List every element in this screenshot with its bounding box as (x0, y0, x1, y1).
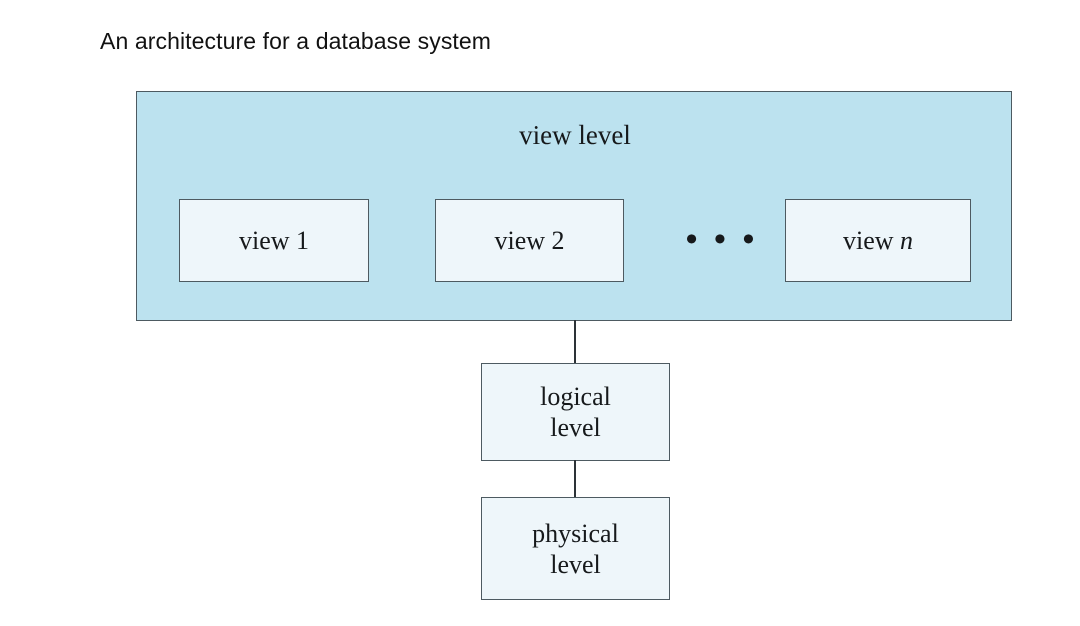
figure-title: An architecture for a database system (100, 28, 492, 54)
physical-level-label: physical level (532, 518, 619, 579)
view-box-1: view 1 (179, 199, 369, 282)
view-box-n-text: view (842, 226, 894, 255)
view-box-n: view n (785, 199, 971, 282)
view-ellipsis: • • • (685, 221, 759, 258)
view-box-2-index: 2 (551, 226, 565, 255)
logical-level-box: logical level (481, 363, 670, 461)
connector-logical-to-physical (574, 460, 576, 498)
view-level-label: view level (519, 120, 631, 150)
logical-level-label: logical level (540, 382, 611, 442)
connector-view-to-logical (574, 320, 576, 364)
view-box-1-label: view 1 (239, 225, 309, 256)
view-box-2: view 2 (435, 199, 624, 282)
view-level-panel: view level view 1 view 2 • • • view n (136, 91, 1012, 321)
view-box-1-index: 1 (296, 226, 310, 255)
view-box-1-text: view (238, 226, 290, 255)
view-box-n-index: n (900, 226, 914, 255)
view-box-2-label: view 2 (494, 225, 564, 256)
physical-level-box: physical level (481, 497, 670, 600)
view-box-2-text: view (494, 226, 546, 255)
view-box-n-label: view n (843, 225, 913, 256)
